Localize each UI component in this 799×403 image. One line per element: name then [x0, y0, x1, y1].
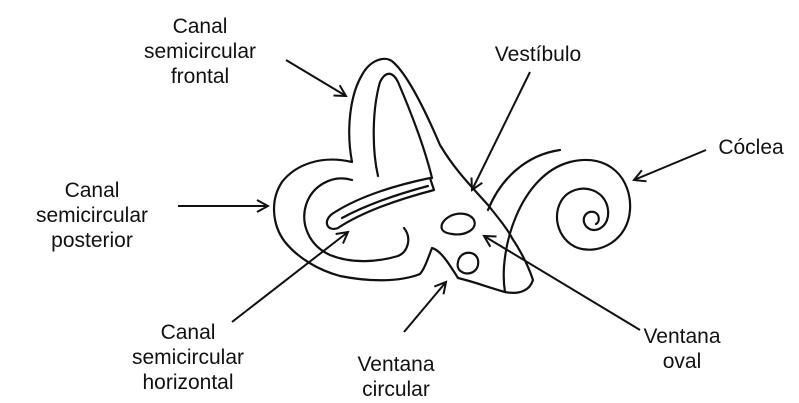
label-ventana-oval: Ventana oval — [622, 324, 742, 374]
posterior-canal-inner — [304, 178, 408, 261]
vestibule-oval-shape — [441, 214, 474, 235]
arrow-frontal — [286, 60, 346, 96]
label-vestibulo: Vestíbulo — [468, 42, 608, 67]
label-canal-posterior: Canal semicircular posterior — [6, 178, 178, 253]
label-canal-frontal: Canal semicircular frontal — [114, 14, 286, 89]
horizontal-canal-tube — [327, 178, 434, 229]
label-coclea: Cóclea — [706, 135, 796, 160]
frontal-canal-inner — [374, 74, 432, 178]
arrow-coclea — [634, 150, 706, 180]
label-ventana-circular: Ventana circular — [336, 352, 456, 402]
cochlea-spiral — [504, 160, 630, 292]
label-canal-horizontal: Canal semicircular horizontal — [102, 320, 274, 395]
arrow-ventana-oval — [484, 236, 640, 330]
arrow-ventana-circular — [404, 282, 446, 332]
round-window-shape — [458, 253, 479, 274]
arrow-vestibulo — [472, 72, 530, 190]
arrow-horizontal — [232, 232, 348, 322]
